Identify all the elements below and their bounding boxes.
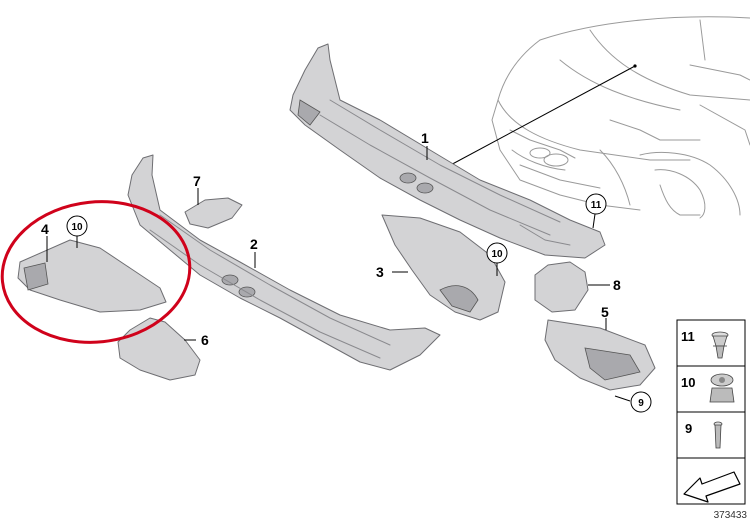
callout-6: 6: [201, 332, 209, 348]
legend-label-9: 9: [685, 421, 692, 436]
callout-3: 3: [376, 264, 384, 280]
callout-8: 8: [613, 277, 621, 293]
leader-lines: [46, 146, 631, 402]
callout-7: 7: [193, 173, 201, 189]
reference-number: 373433: [714, 510, 748, 521]
callout-9-circled: 9: [630, 391, 652, 413]
callout-1: 1: [421, 130, 429, 146]
clip-nut-icon: [709, 373, 735, 403]
callout-2: 2: [250, 236, 258, 252]
svg-text:10: 10: [491, 249, 503, 260]
callout-5: 5: [601, 304, 609, 320]
callout-10-circled-right: 10: [486, 242, 508, 264]
car-outline-illustration: [491, 16, 750, 219]
leader-car-to-part-1: [444, 65, 636, 169]
svg-text:11: 11: [591, 200, 602, 211]
callout-10-circled-left: 10: [66, 215, 88, 237]
part-4-side-panel-left: [17, 239, 167, 313]
part-5-panel-right: [544, 319, 656, 391]
highlight-circle: [0, 200, 192, 344]
part-1-cowl-cover-upper: [289, 43, 606, 259]
svg-text:9: 9: [638, 398, 644, 409]
direction-arrow-icon: [683, 471, 741, 503]
callout-11-circled: 11: [585, 193, 607, 215]
part-7-bracket: [184, 197, 243, 229]
part-6-lower-panel: [117, 317, 201, 381]
part-3-side-panel: [381, 214, 506, 321]
leader-dot: [633, 64, 637, 68]
push-rivet-icon: [711, 331, 729, 359]
part-8-cover-box: [534, 261, 589, 313]
callout-4: 4: [41, 221, 49, 237]
legend-label-11: 11: [681, 329, 695, 344]
svg-text:10: 10: [71, 222, 83, 233]
fastener-legend: 11 10 9: [676, 319, 746, 505]
expanding-rivet-icon: [713, 421, 723, 449]
legend-label-10: 10: [681, 375, 695, 390]
